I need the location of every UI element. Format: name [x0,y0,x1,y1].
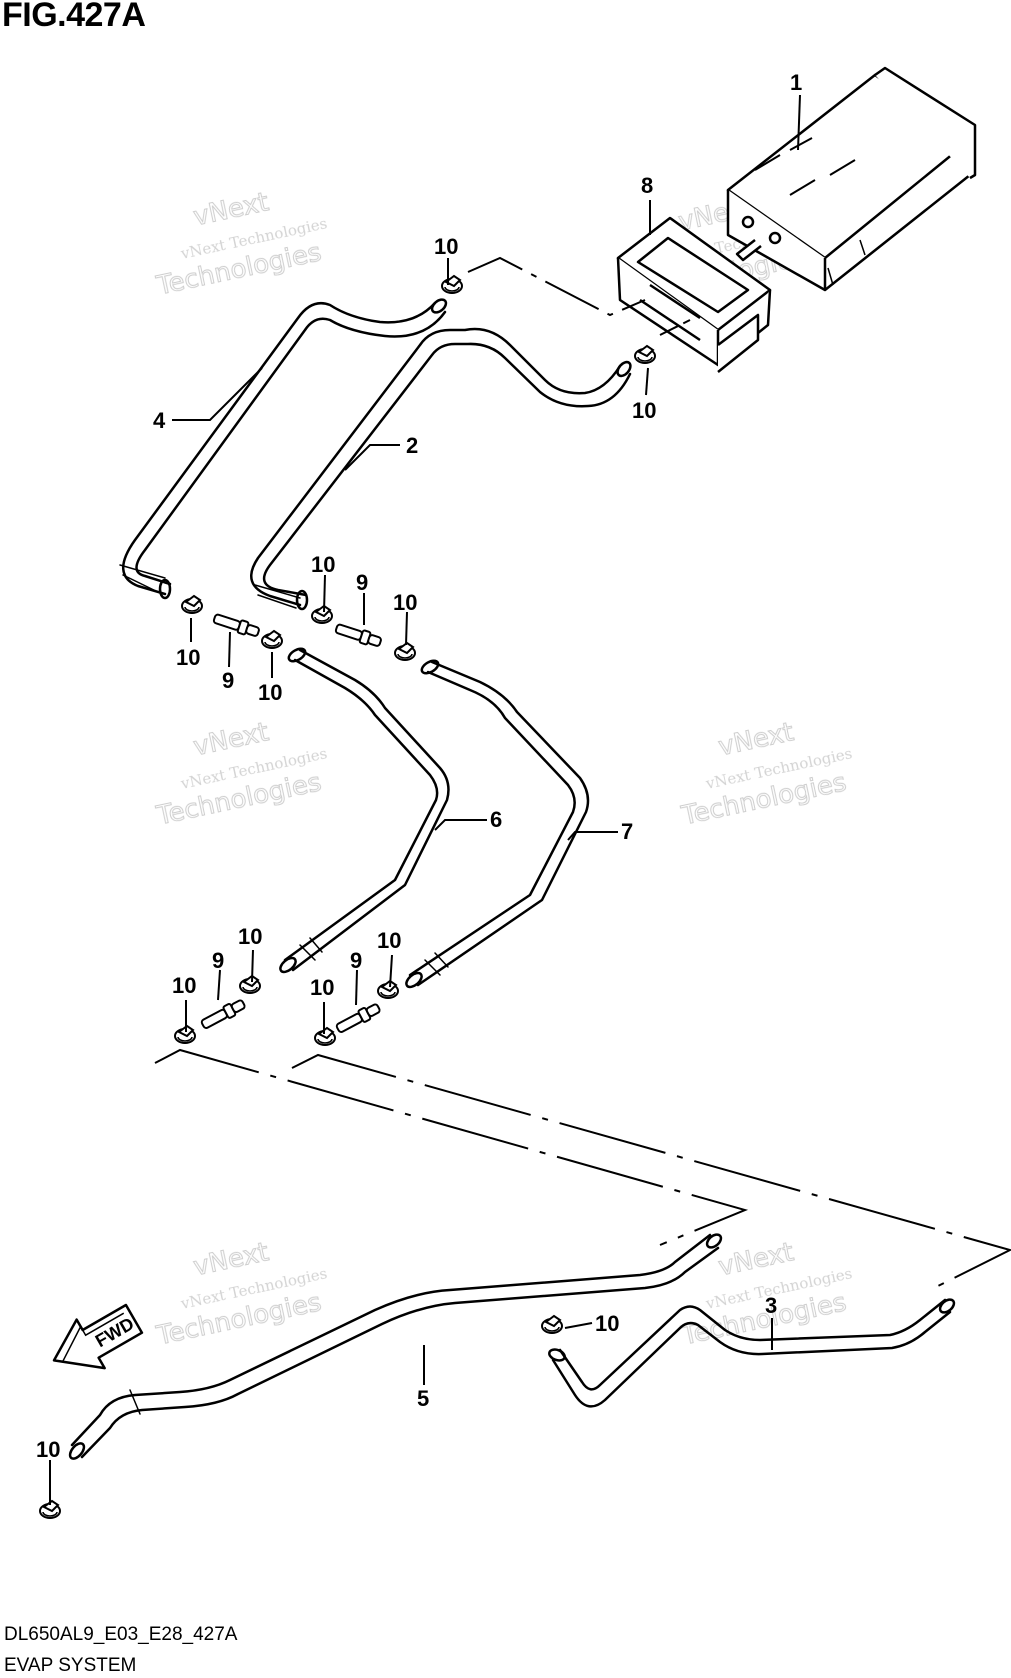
watermark-text: vNext [191,717,272,762]
hose-part-2 [250,327,632,611]
joint-part-9 [198,996,248,1032]
leader-lines [49,94,801,1505]
fwd-arrow: FWD [52,1303,144,1370]
callout-7: 7 [621,819,633,844]
clamp-part-10 [239,975,261,994]
clamp-part-10 [394,642,416,661]
hose-part-5 [68,1233,723,1460]
callout-5: 5 [417,1386,429,1411]
joint-part-9 [333,620,384,650]
watermark-text: vNext [716,717,797,762]
joint-part-9 [333,1000,383,1036]
callout-10: 10 [311,552,335,577]
clamp-part-10 [634,345,656,364]
watermark-text: vNext [191,1237,272,1282]
callout-6: 6 [490,807,502,832]
clamp-part-10 [377,980,399,999]
callout-2: 2 [406,433,418,458]
callout-10: 10 [258,680,282,705]
joint-part-9 [211,610,262,640]
callout-10: 10 [176,645,200,670]
callout-10: 10 [172,973,196,998]
clamp-part-10 [261,630,283,649]
hose-part-4 [119,298,448,600]
watermark-text: vNext [716,1237,797,1282]
diagram-caption: EVAP SYSTEM [4,1655,137,1676]
canister-part-1 [726,66,977,292]
callout-9: 9 [212,948,224,973]
callout-3: 3 [765,1293,777,1318]
hose-part-7 [405,659,590,989]
bracket-part-8 [616,216,772,373]
callout-9: 9 [222,668,234,693]
callout-4: 4 [153,408,166,433]
callout-10: 10 [238,924,262,949]
reference-lines [154,256,1011,1291]
clamp-part-10 [441,275,463,294]
clamp-part-10 [311,605,333,624]
diagram-code: DL650AL9_E03_E28_427A [4,1624,238,1645]
watermark-text: vNext [191,187,272,232]
callout-10: 10 [36,1437,60,1462]
callout-10: 10 [434,234,458,259]
callouts: 1 8 10 10 4 2 10 9 10 10 9 10 6 7 10 9 1… [36,70,802,1462]
callout-9: 9 [356,570,368,595]
callout-10: 10 [377,928,401,953]
hose-part-3 [548,1298,956,1408]
hose-part-6 [279,647,450,974]
callout-1: 1 [790,70,802,95]
clamp-part-10 [541,1315,563,1334]
clamp-part-10 [181,595,203,614]
callout-10: 10 [310,975,334,1000]
figure-title: FIG.427A [2,0,146,34]
callout-10: 10 [595,1311,619,1336]
callout-8: 8 [641,173,653,198]
watermark-group: vNext vNext Technologies Technologies vN… [153,187,854,1352]
callout-9: 9 [350,948,362,973]
callout-10: 10 [632,398,656,423]
callout-10: 10 [393,590,417,615]
